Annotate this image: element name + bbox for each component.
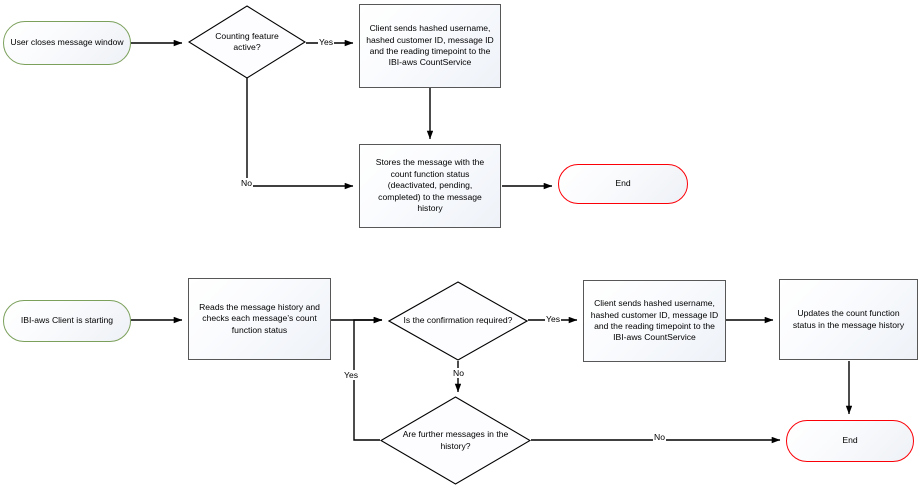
node-top-decision-counting-feature[interactable]: Counting feature active? xyxy=(188,5,306,79)
diamond-shape xyxy=(188,5,306,79)
node-label: Client sends hashed username, hashed cus… xyxy=(590,298,719,343)
node-bottom-end[interactable]: End xyxy=(786,420,914,462)
edge-label-top-yes: Yes xyxy=(318,37,335,47)
node-top-store-message[interactable]: Stores the message with the count functi… xyxy=(359,144,501,228)
node-label: IBI-aws Client is starting xyxy=(20,315,114,326)
diamond-shape xyxy=(380,396,531,485)
edge-label-bottom-more-no: No xyxy=(653,432,666,442)
node-bottom-send-countservice[interactable]: Client sends hashed username, hashed cus… xyxy=(583,280,726,362)
node-label: Counting feature active? xyxy=(215,30,279,52)
edge-label-bottom-loop-yes: Yes xyxy=(343,370,360,380)
node-bottom-decision-further-messages[interactable]: Are further messages in the history? xyxy=(380,396,531,485)
node-bottom-decision-confirmation[interactable]: Is the confirmation required? xyxy=(388,281,528,361)
node-label: Client sends hashed username, hashed cus… xyxy=(366,23,494,68)
node-bottom-update-status[interactable]: Updates the count function status in the… xyxy=(779,279,918,360)
node-label: User closes message window xyxy=(10,37,124,48)
node-label: End xyxy=(615,178,631,189)
node-label: Stores the message with the count functi… xyxy=(375,157,485,214)
node-label: End xyxy=(842,435,858,446)
edge-label-top-no: No xyxy=(240,178,253,188)
edge-label-bottom-confirm-yes: Yes xyxy=(545,314,562,324)
node-top-start[interactable]: User closes message window xyxy=(3,21,131,65)
node-bottom-start[interactable]: IBI-aws Client is starting xyxy=(3,300,131,342)
node-label: Reads the message history and checks eac… xyxy=(199,301,320,335)
node-label: Updates the count function status in the… xyxy=(792,308,905,330)
node-top-send-countservice[interactable]: Client sends hashed username, hashed cus… xyxy=(359,4,501,88)
node-label: Is the confirmation required? xyxy=(403,315,513,326)
node-label: Are further messages in the history? xyxy=(402,429,509,451)
diamond-shape xyxy=(388,281,528,361)
node-top-end[interactable]: End xyxy=(558,164,688,204)
edge-label-bottom-confirm-no: No xyxy=(452,368,465,378)
node-bottom-reads-history[interactable]: Reads the message history and checks eac… xyxy=(188,278,331,360)
